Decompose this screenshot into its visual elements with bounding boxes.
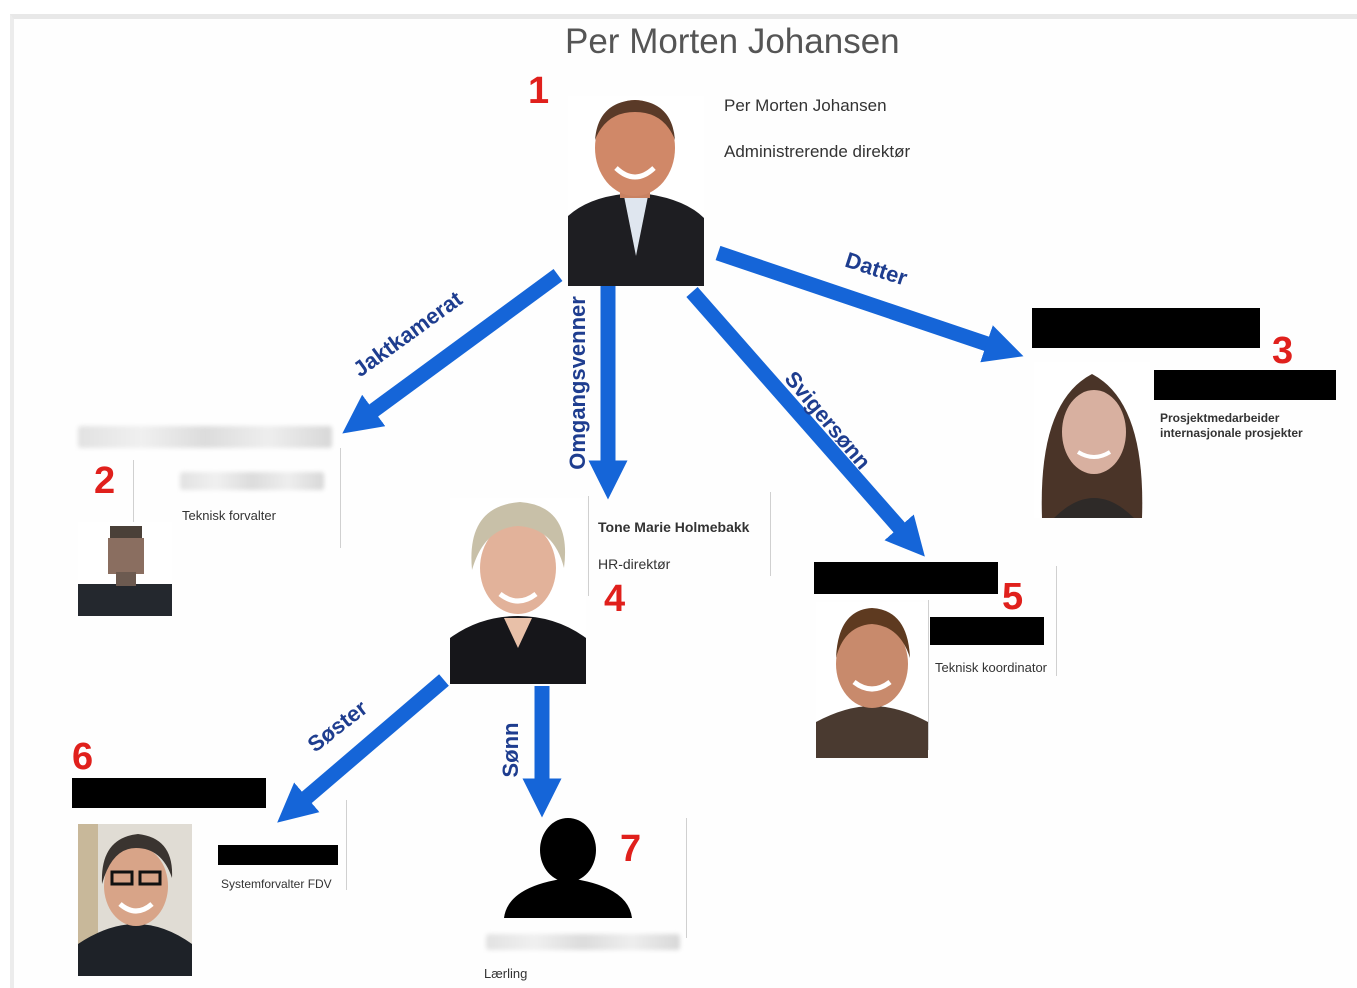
person-3-number: 3: [1272, 330, 1294, 372]
person-2-role: Teknisk forvalter: [182, 508, 276, 523]
person-2-photo: [78, 522, 172, 616]
person-3-title-redacted: [1154, 370, 1336, 400]
divider-line: [770, 492, 771, 576]
person-1-name: Per Morten Johansen: [724, 96, 887, 115]
person-1-photo: [568, 96, 704, 286]
person-1-role: Administrerende direktør: [724, 142, 911, 161]
divider-line: [588, 496, 589, 596]
person-4-role: HR-direktør: [598, 556, 671, 572]
person-5-role: Teknisk koordinator: [935, 660, 1047, 675]
person-7-role: Lærling: [484, 966, 528, 981]
divider-line: [928, 600, 929, 750]
divider-line: [346, 800, 347, 890]
person-6-name-redacted: [72, 778, 266, 808]
person-3-name-redacted: [1032, 308, 1260, 348]
person-7-number: 7: [620, 828, 642, 870]
person-1-number: 1: [528, 70, 550, 112]
divider-line: [1056, 566, 1057, 676]
person-6-photo: [78, 824, 192, 976]
label-datter: Datter: [842, 247, 911, 291]
person-6-title-redacted: [218, 845, 338, 865]
person-5-photo: [816, 602, 928, 758]
person-3-photo: [1034, 362, 1150, 518]
arrow-svigersonn: [686, 287, 925, 557]
person-7-silhouette: [498, 816, 638, 918]
arrow-jaktkamerat: [342, 268, 563, 434]
person-3-role-line2: internasjonale prosjekter: [1160, 426, 1303, 440]
person-5-name-redacted: [814, 562, 998, 594]
person-2-number: 2: [94, 460, 116, 502]
page-title: Per Morten Johansen: [565, 22, 900, 61]
arrow-datter: [715, 245, 1024, 363]
person-7-name-blurred: [486, 934, 680, 950]
label-jaktkamerat: Jaktkamerat: [348, 286, 467, 382]
person-2-name-blurred: [78, 426, 332, 448]
person-3-role-line1: Prosjektmedarbeider: [1160, 411, 1280, 425]
divider-line: [340, 448, 341, 548]
label-sonn: Sønn: [498, 723, 523, 778]
label-omgangsvenner: Omgangsvenner: [565, 296, 590, 470]
person-4-name: Tone Marie Holmebakk: [598, 519, 750, 535]
person-4-number: 4: [604, 578, 626, 620]
arrow-soster: [277, 674, 449, 823]
person-6-role: Systemforvalter FDV: [221, 877, 332, 891]
person-5-title-redacted: [930, 617, 1044, 645]
person-5-number: 5: [1002, 576, 1024, 618]
person-4-photo: [450, 498, 586, 684]
label-svigersonn: Svigersønn: [780, 366, 876, 474]
divider-line: [133, 460, 134, 580]
divider-line: [686, 818, 687, 938]
person-6-number: 6: [72, 736, 94, 778]
person-2-title-blurred: [180, 472, 324, 490]
